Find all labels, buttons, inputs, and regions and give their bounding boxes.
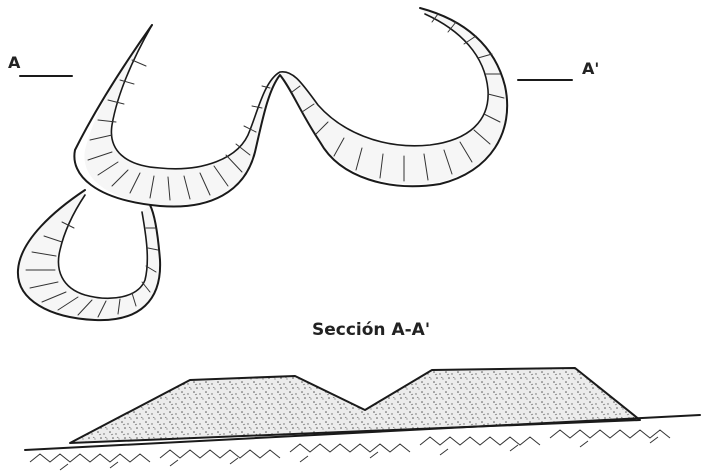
point-a-prime-label: A' [582,59,599,78]
upper-ridge-band [84,8,507,205]
moraine-plan-view-lower [18,190,160,320]
lower-ridge-band [18,190,160,320]
point-a-label: A [8,53,21,72]
section-title: Sección A-A' [312,320,430,340]
moraine-plan-view-upper [74,8,507,207]
moraine-section-body [70,368,640,443]
section-line-marker-a-prime: A' [518,59,599,80]
section-line-marker-a: A [8,53,72,76]
cross-section-profile [25,368,700,470]
